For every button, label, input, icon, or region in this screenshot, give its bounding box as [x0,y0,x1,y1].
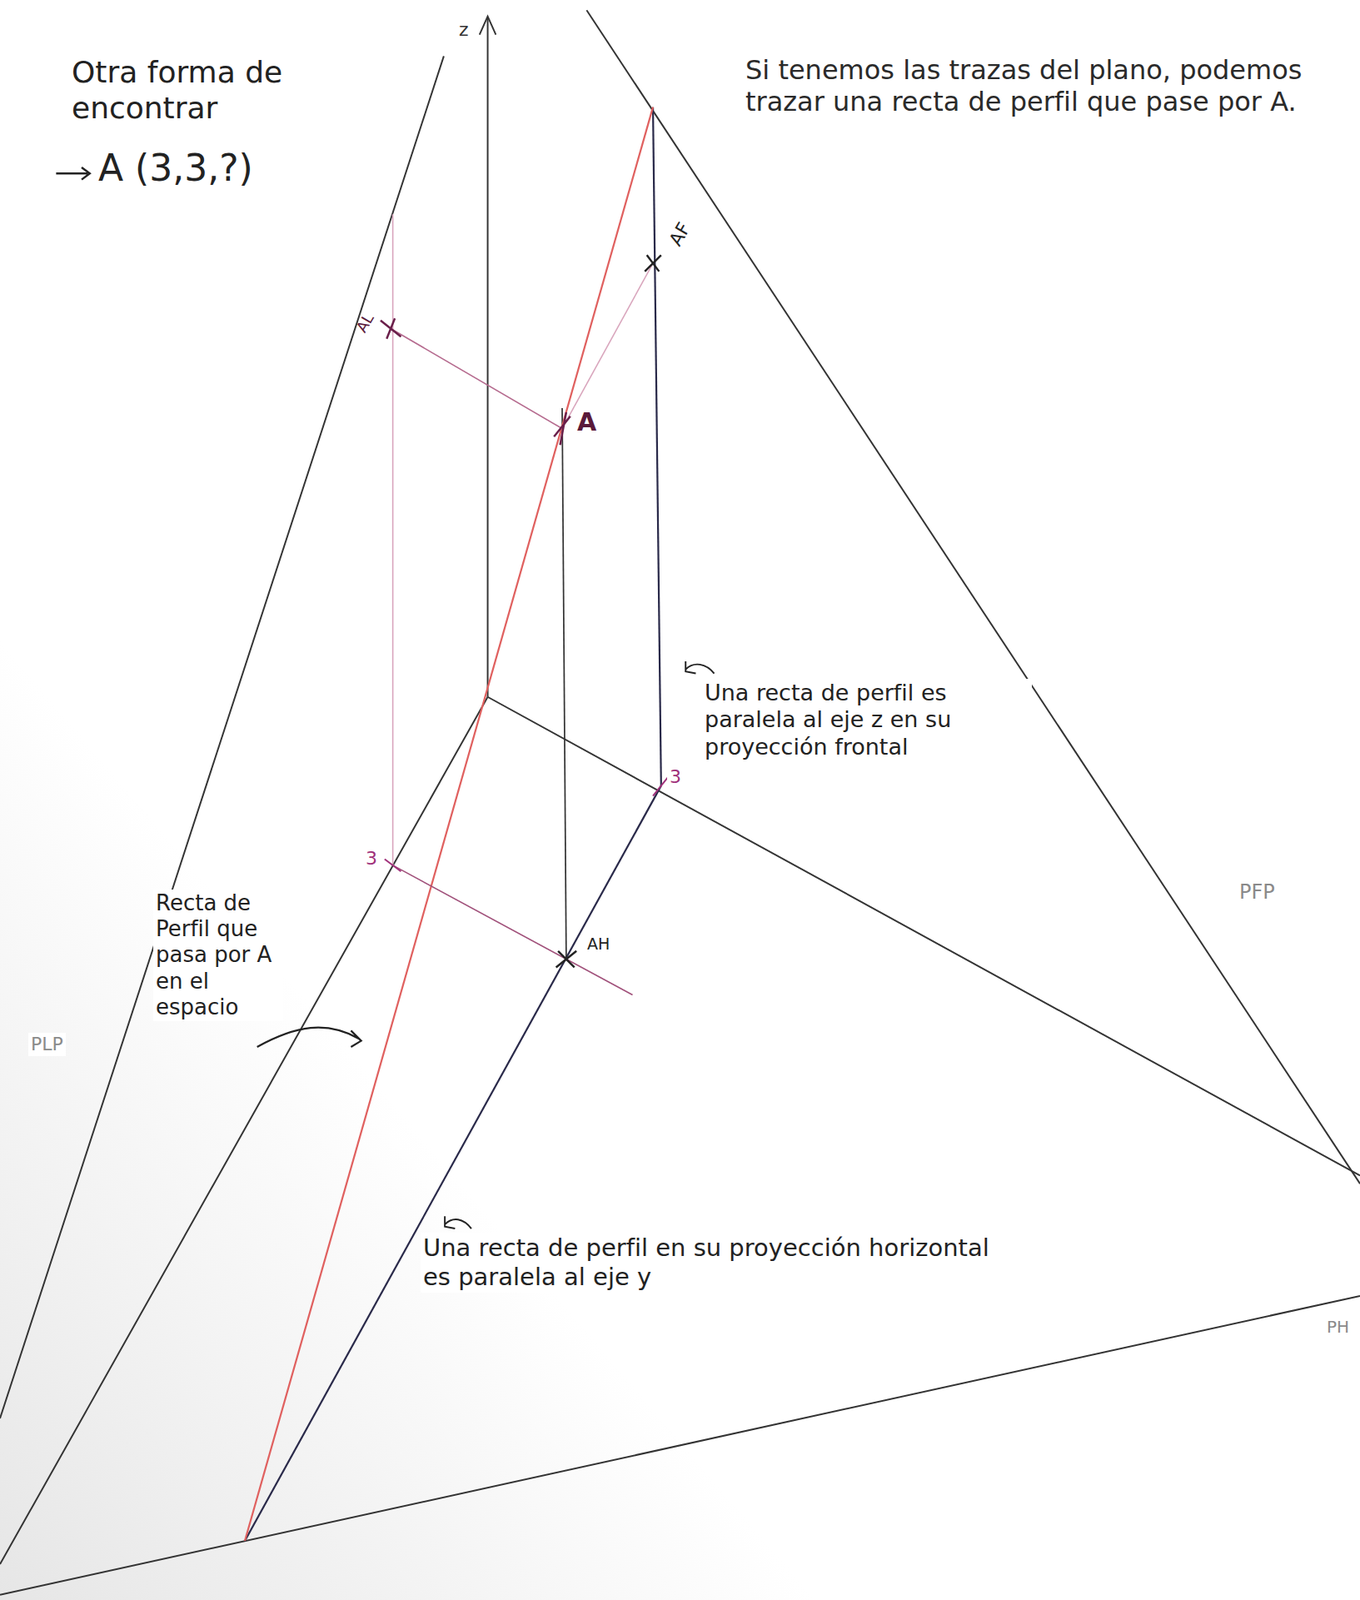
leader-arrow [444,1215,472,1229]
construction-line [390,328,563,429]
dimension-number: 3 [363,846,380,871]
construction-line [393,865,633,996]
x-axis [488,697,1360,1176]
point-mark [380,318,402,339]
explanation-note: Si tenemos las trazas del plano, podemos… [742,53,1323,120]
plane-label: PFP [1236,879,1278,906]
plane-label: PH [1324,1315,1352,1338]
axis-label: z [456,18,472,42]
point-mark [384,859,402,872]
plane-label: PLP [28,1032,66,1057]
leader-arrow [685,661,714,674]
projector-line [562,408,567,960]
horizontal-projection [244,785,662,1541]
frontal-trace [586,9,1360,1184]
construction-line [562,263,653,429]
bullet-arrow [55,167,90,180]
point-coordinates: A (3,3,?) [95,145,256,192]
point-label: AH [584,933,613,955]
axis-arrow [479,16,497,35]
dimension-number: 3 [667,765,684,789]
profile-line [244,107,653,1541]
profile-trace [0,55,444,1419]
horizontal-trace [0,1295,1360,1595]
explanation-note: Una recta de perfil es paralela al eje z… [702,678,1032,762]
explanation-note: Recta de Perfil que pasa por A en el esp… [153,889,284,1022]
point-mark [553,412,571,445]
frontal-projection [652,107,662,787]
explanation-note: Una recta de perfil en su proyección hor… [420,1232,1026,1293]
construction-line [392,214,394,866]
y-axis [0,697,489,1565]
point-mark [644,254,662,272]
z-axis [487,18,489,698]
leader-arrow [257,1027,362,1047]
point-mark [556,951,578,968]
heading-note: Otra forma de encontrar [69,53,291,127]
point-label: A [574,406,599,439]
